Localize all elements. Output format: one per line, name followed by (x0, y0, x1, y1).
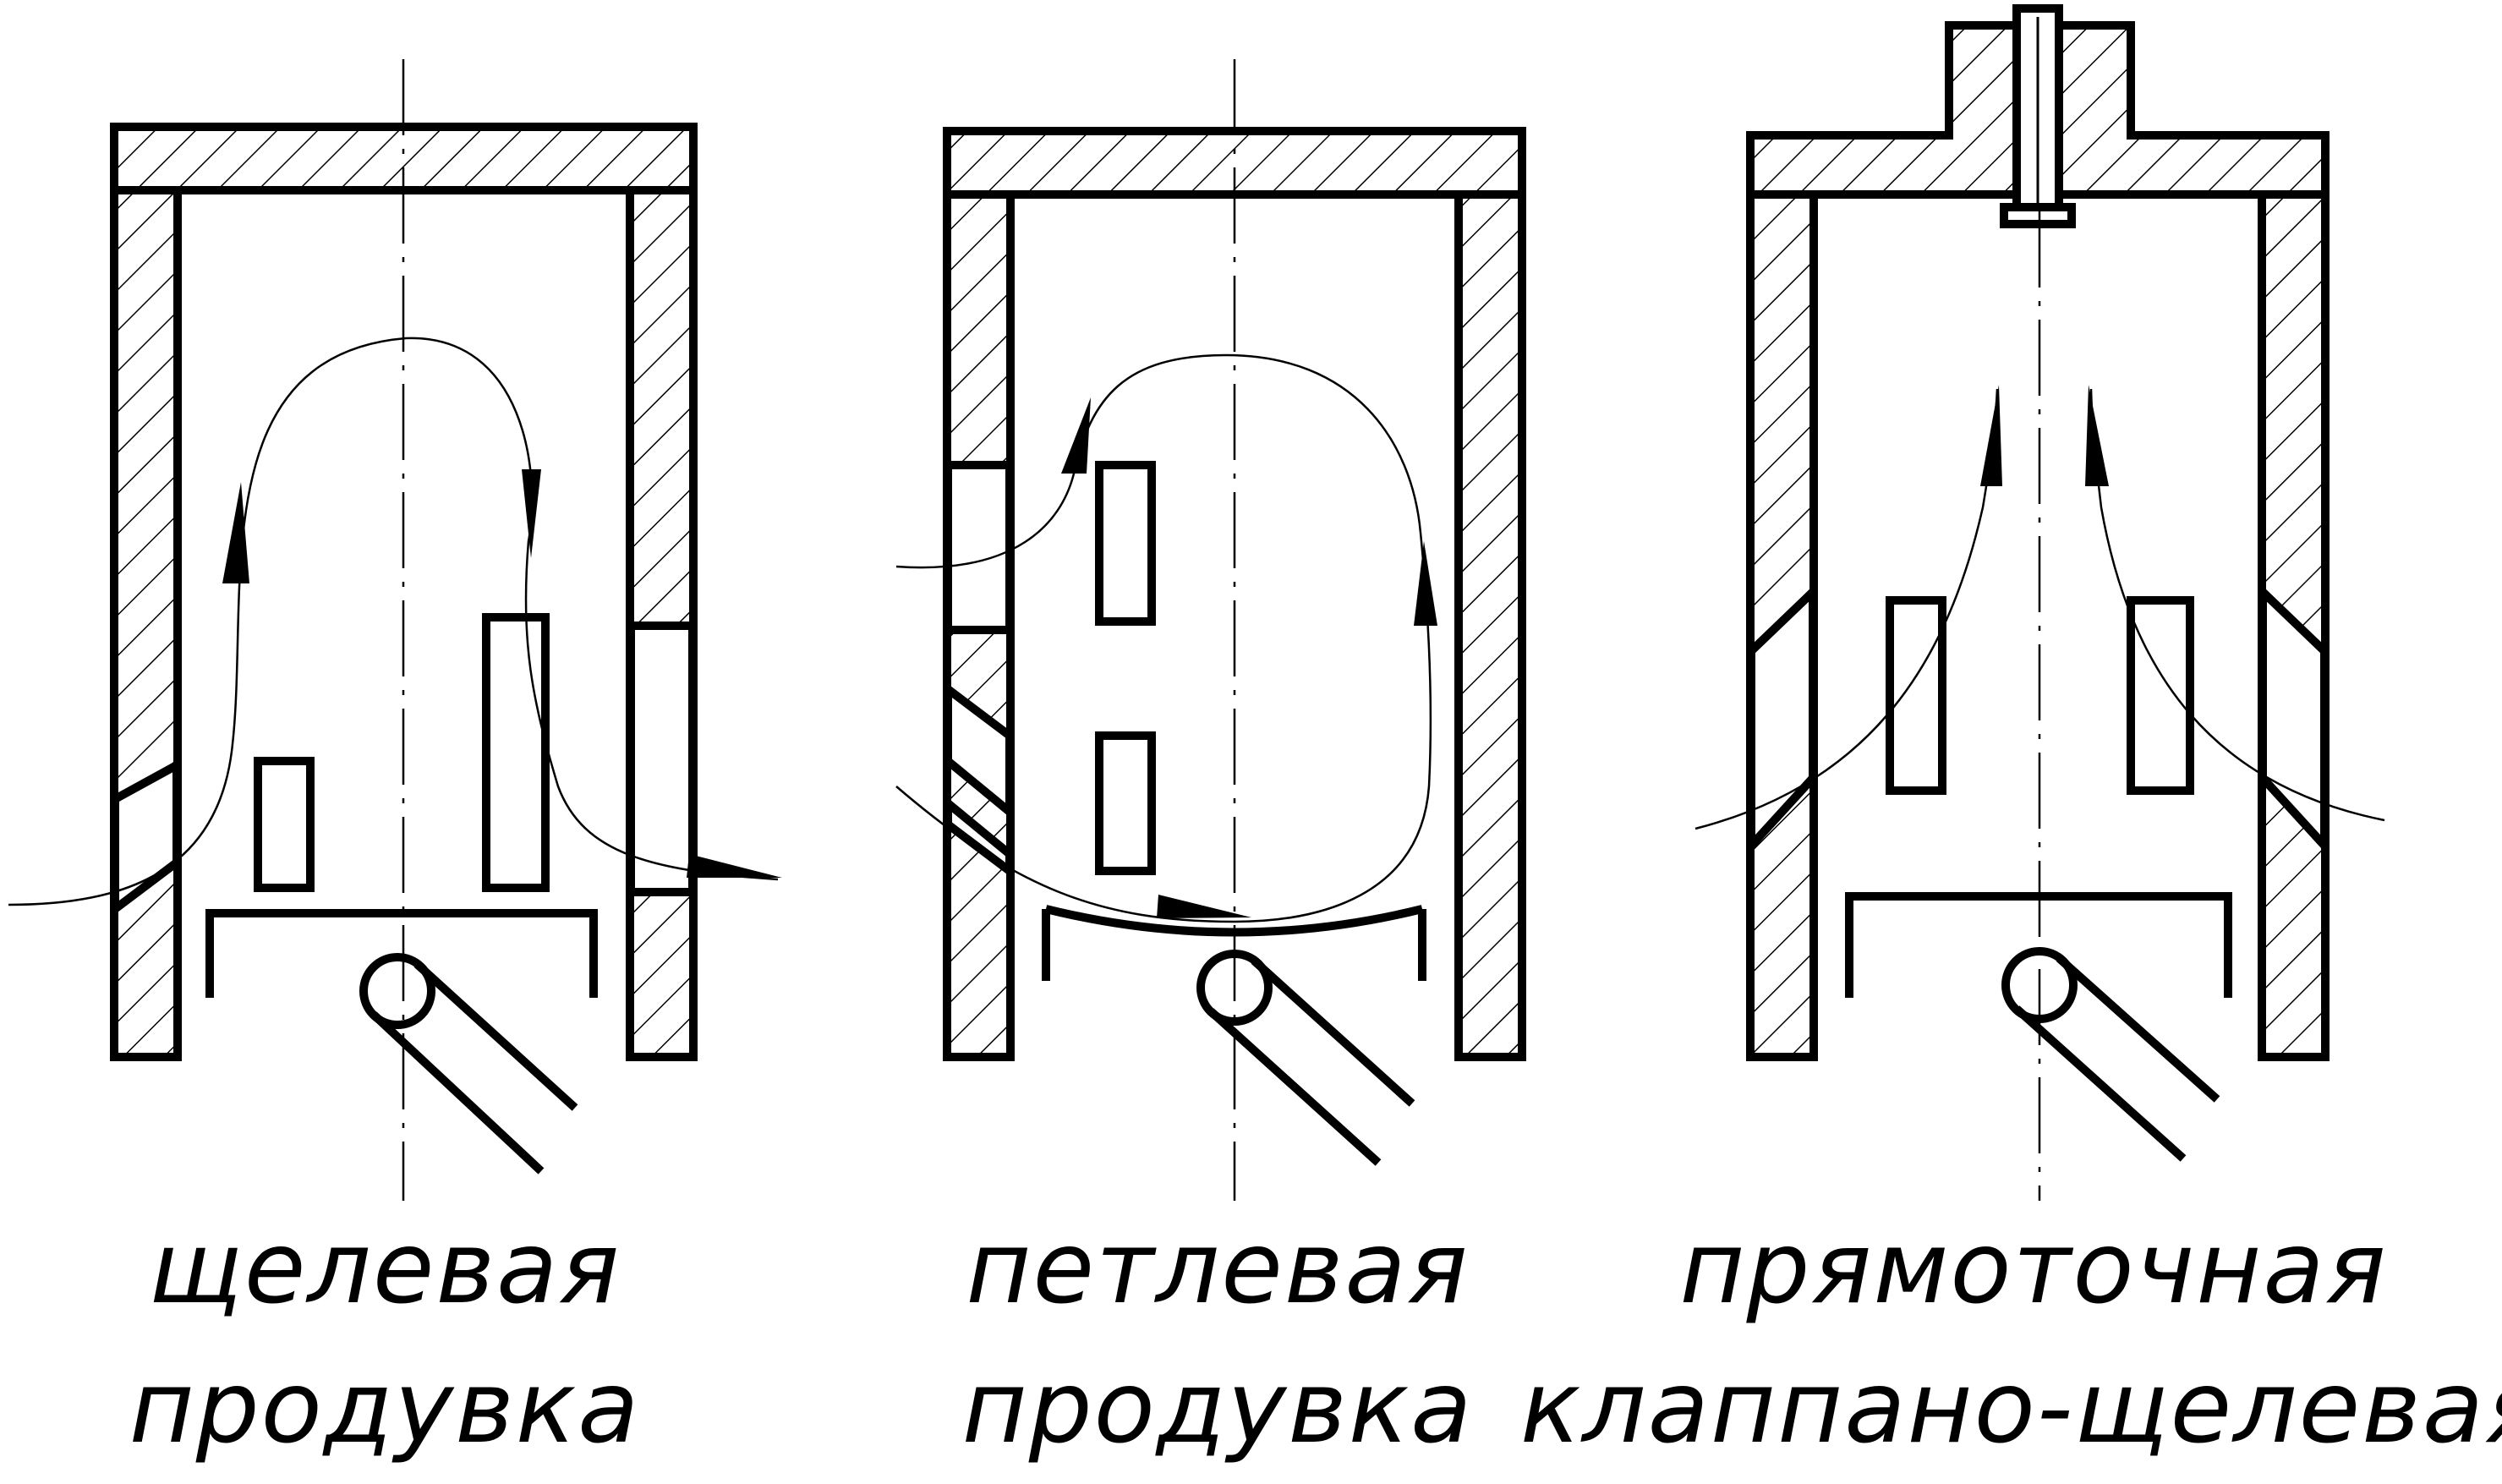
piston (205, 909, 598, 998)
cylinder-walls (943, 127, 1526, 1061)
scheme-uniflow-scavenging (1694, 4, 2385, 1201)
exhaust-ports (627, 622, 697, 896)
caption-line-1: щелевая (149, 1209, 621, 1326)
flow-arrow (1061, 397, 1091, 474)
intake-ports (111, 758, 181, 918)
caption-line-2: продувка (962, 1349, 1474, 1465)
gas-flow-path (895, 353, 1437, 923)
flow-arrow (1980, 385, 2002, 486)
connecting-rod (2001, 947, 2220, 1162)
small-rect-right (482, 613, 550, 892)
caption-uniflow-scavenging: прямоточная клаппано-щелевая (1520, 1209, 2502, 1465)
small-rect-top (1095, 461, 1156, 626)
intake-ports (944, 461, 1014, 880)
caption-cross-scavenging: щелевая продувка (129, 1209, 641, 1465)
exhaust-valve (2000, 4, 2076, 228)
caption-line-1: прямоточная (1679, 1209, 2387, 1326)
flow-arrow (1157, 895, 1251, 918)
small-rect-right (2127, 596, 2194, 795)
gas-flow-path (1694, 385, 2385, 830)
scheme-loop-scavenging (895, 59, 1526, 1201)
caption-line-2: продувка (129, 1349, 641, 1465)
caption-line-1: петлевая (966, 1209, 1469, 1326)
gas-flow-path (8, 337, 782, 906)
connecting-rod (359, 953, 578, 1175)
flow-arrow (1414, 541, 1437, 626)
flow-arrow (2085, 385, 2109, 486)
flow-arrow (687, 854, 782, 878)
small-rect-left (1886, 596, 1946, 795)
caption-line-2: клаппано-щелевая (1520, 1349, 2502, 1465)
flow-arrow (222, 482, 249, 583)
small-rect-bottom (1095, 731, 1156, 875)
connecting-rod (1196, 950, 1415, 1166)
caption-loop-scavenging: петлевая продувка (962, 1209, 1474, 1465)
small-rect-left (254, 757, 315, 892)
intake-ports (1747, 582, 2329, 857)
flow-arrow (522, 469, 541, 558)
scheme-cross-scavenging (8, 59, 782, 1201)
